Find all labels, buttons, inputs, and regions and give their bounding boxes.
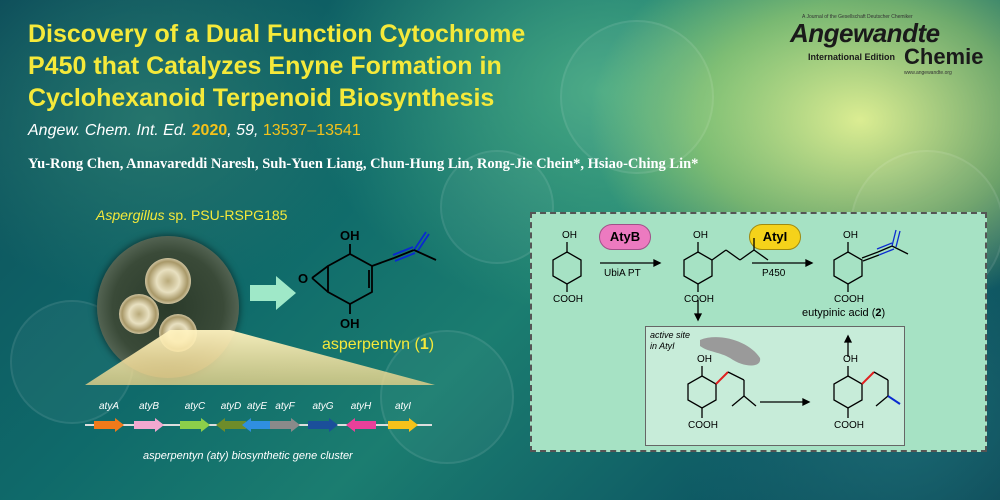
- gene-label-atyF: atyF: [275, 401, 295, 412]
- gene-arrow-atyC: [180, 418, 210, 432]
- product-name: eutypinic acid (2): [802, 307, 885, 319]
- gene-label-atyC: atyC: [185, 401, 206, 412]
- gene-label-atyD: atyD: [221, 401, 242, 412]
- hydroxyl-label: OH: [340, 228, 360, 243]
- gene-cluster-label: asperpentyn (aty) biosynthetic gene clus…: [143, 450, 353, 462]
- gene-label-atyG: atyG: [312, 401, 333, 412]
- bg-petri-bubble: [560, 20, 714, 174]
- atyi-enzyme-type: P450: [762, 268, 786, 279]
- gene-label-atyH: atyH: [351, 401, 372, 412]
- gene-label-atyE: atyE: [247, 401, 267, 412]
- bg-petri-bubble: [380, 330, 514, 464]
- atyb-enzyme-badge: AtyB: [599, 224, 651, 250]
- organism-label: Aspergillus sp. PSU-RSPG185: [96, 207, 287, 223]
- active-site-label-line2: in AtyI: [650, 341, 675, 351]
- organism-strain: sp. PSU-RSPG185: [164, 207, 288, 223]
- right-arrow-icon: [250, 276, 296, 310]
- carboxyl-label: COOH: [553, 294, 583, 305]
- gene-arrow-atyA: [94, 418, 124, 432]
- author-list: Yu-Rong Chen, Annavareddi Naresh, Suh-Yu…: [28, 156, 699, 172]
- atyi-enzyme-badge: AtyI: [749, 224, 801, 250]
- organism-genus: Aspergillus: [96, 207, 165, 223]
- gene-arrow-atyG: [308, 418, 338, 432]
- epoxide-oxygen-label: O: [298, 271, 308, 286]
- gene-cluster-diagram: atyA atyB atyC atyD atyE atyF atyG atyH atyI: [85, 401, 432, 432]
- gene-label-atyB: atyB: [139, 401, 159, 412]
- logo-url: www.angewandte.org: [904, 70, 952, 76]
- gene-label-atyI: atyI: [395, 401, 411, 412]
- citation-year: 2020: [191, 122, 228, 139]
- logo-top-line: A Journal of the Gesellschaft Deutscher …: [802, 14, 913, 20]
- hydroxyl-label: OH: [843, 354, 858, 365]
- hydroxyl-label: OH: [340, 316, 360, 331]
- journal-name: Angew. Chem. Int. Ed.: [28, 122, 188, 139]
- hydroxyl-label: OH: [843, 230, 858, 241]
- gene-label-atyA: atyA: [99, 401, 119, 412]
- logo-sub-text: International Edition: [808, 52, 895, 62]
- atyb-enzyme-type: UbiA PT: [604, 268, 641, 279]
- active-site-pocket-shape: [700, 337, 761, 366]
- bg-petri-bubble: [10, 300, 134, 424]
- fungal-colony: [119, 294, 159, 334]
- logo-main-text: Angewandte: [790, 18, 940, 48]
- compound-name: asperpentyn (1): [322, 336, 434, 354]
- zoom-wedge: [85, 330, 435, 385]
- carboxyl-label: COOH: [834, 294, 864, 305]
- journal-logo: A Journal of the Gesellschaft Deutscher …: [780, 14, 984, 84]
- page-title: Discovery of a Dual Function Cytochrome …: [28, 20, 526, 112]
- logo-chemie-text: Chemie: [904, 44, 984, 69]
- compound-number: 1: [419, 336, 429, 353]
- hydroxyl-label: OH: [697, 354, 712, 365]
- carboxyl-label: COOH: [688, 420, 718, 431]
- gene-arrow-atyD: [216, 418, 246, 432]
- hydroxyl-label: OH: [562, 230, 577, 241]
- compound-name-close: ): [428, 336, 435, 353]
- product-name-text: eutypinic acid (: [802, 307, 876, 319]
- product-name-close: ): [882, 307, 886, 319]
- gene-arrow-atyE: [242, 418, 272, 432]
- hydroxyl-label: OH: [693, 230, 708, 241]
- gene-arrow-atyI: [388, 418, 418, 432]
- carboxyl-label: COOH: [684, 294, 714, 305]
- carboxyl-label: COOH: [834, 420, 864, 431]
- citation-pages: 13537–13541: [262, 122, 361, 139]
- fungal-colony: [145, 258, 191, 304]
- pathway-structures: OH COOH OH COOH OH COOH OH COOH OH COOH …: [552, 229, 909, 431]
- citation-volume: 59: [236, 122, 254, 139]
- compound-name-text: asperpentyn (: [322, 336, 420, 353]
- gene-arrow-atyF: [270, 418, 300, 432]
- active-site-label-line1: active site: [650, 330, 690, 340]
- citation: Angew. Chem. Int. Ed. 2020, 59, 13537–13…: [28, 122, 361, 139]
- gene-arrow-atyB: [134, 418, 164, 432]
- gene-arrow-atyH: [346, 418, 376, 432]
- asperpentyn-structure: OH OH O: [298, 228, 437, 331]
- product-number: 2: [875, 307, 881, 319]
